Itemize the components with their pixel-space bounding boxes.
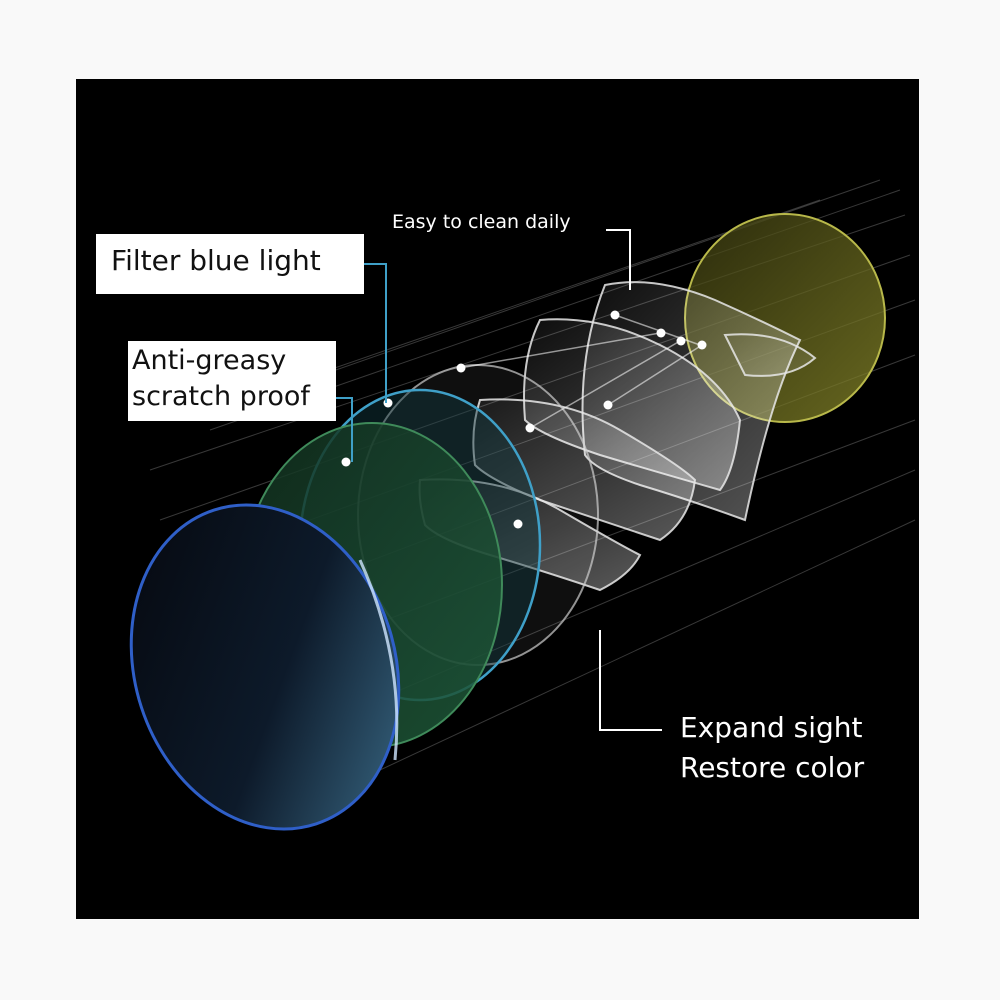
anti-greasy-line: Anti-greasy xyxy=(132,345,287,376)
marker-dots xyxy=(341,310,707,529)
scratch-proof-line: scratch proof xyxy=(132,381,310,412)
expand-sight-restore-color-label: Expand sight Restore color xyxy=(666,708,916,792)
translucent-layer-stack xyxy=(418,281,817,592)
filter-blue-light-label: Filter blue light xyxy=(96,234,364,294)
connector-lines xyxy=(459,314,703,429)
anti-greasy-scratch-proof-label: Anti-greasy scratch proof xyxy=(128,341,336,421)
restore-color-line: Restore color xyxy=(680,751,865,784)
easy-to-clean-label: Easy to clean daily xyxy=(388,205,604,247)
label-leader-lines xyxy=(336,229,662,731)
expand-sight-line: Expand sight xyxy=(680,711,863,744)
front-base-lens xyxy=(129,503,401,831)
front-lens-highlight xyxy=(358,559,399,761)
